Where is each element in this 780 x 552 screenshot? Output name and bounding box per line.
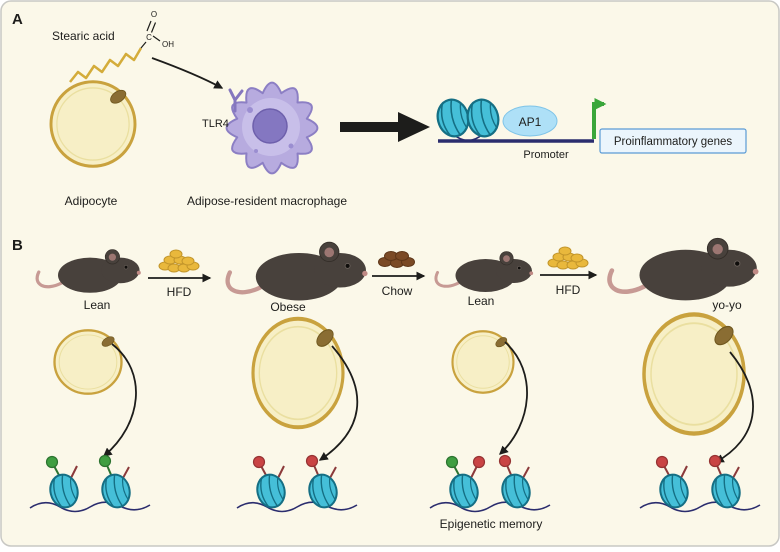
stearic-acid-label: Stearic acid [52,29,115,43]
adipocyte-to-chromatin-arrow-1 [102,343,137,457]
state-label-yoyo: yo-yo [712,298,742,312]
histone-mark-green [45,455,59,469]
proinflammatory-genes-box: Proinflammatory genes [599,128,747,154]
panel-a: A Stearic acid O C OH Adipocyte [12,10,747,208]
histone-mark-red [498,454,512,468]
histone-tail [122,466,130,479]
epigenetic-memory-label: Epigenetic memory [440,517,543,531]
chromatin-group-yoyo [639,454,761,513]
adipocyte-to-chromatin-arrow-4 [714,351,754,463]
ap1-label: AP1 [519,115,542,129]
histone-tail [329,466,337,479]
fatty-acid-chain [69,47,143,83]
histone-mark-green [98,454,112,468]
histone-mark-red [472,455,486,469]
transition-label-chow: Chow [382,284,413,298]
ap1-factor [502,105,558,137]
chromatin-group-memory [429,454,551,513]
panel-b: B Lean Obese Lean yo-yo HFD Chow HFD [12,237,760,531]
adipocyte-illustration-a [49,80,137,168]
state-label-obese: Obese [270,300,306,314]
carboxyl-o-label: O [151,10,157,19]
carboxyl-oh-label: OH [162,40,174,49]
panel-a-label: A [12,11,23,28]
transition-hfd-2: HFD [540,246,598,297]
histone-tail [522,466,530,479]
chromatin-group-lean-1 [29,454,151,513]
macrophage-to-chromatin-arrow [340,112,430,142]
stearic-acid-structure: Stearic acid O C OH [52,10,174,83]
tlr4-receptor-icon [228,88,244,113]
proinflammatory-genes-label: Proinflammatory genes [614,136,732,148]
histone-tail [680,465,688,479]
adipocyte-label: Adipocyte [65,194,118,208]
macrophage-illustration [225,81,319,175]
transition-chow: Chow [372,251,426,298]
adipocyte-b-1 [53,329,123,395]
histone-tail [732,466,740,479]
adipocyte-b-3 [451,330,515,394]
transition-hfd-1: HFD [148,249,212,299]
histone-tail [70,465,78,479]
chromatin-group-obese [236,454,358,513]
histone-mark-green [445,455,459,469]
stearic-to-macrophage-arrow [151,57,224,89]
adipocyte-to-chromatin-arrow-2 [318,345,359,461]
tlr4-label: TLR4 [202,118,229,130]
transition-label-hfd-2: HFD [556,283,581,297]
state-label-lean-2: Lean [468,294,495,308]
histone-tail [277,465,285,479]
panel-b-label: B [12,237,23,254]
adipocyte-to-chromatin-arrow-3 [499,341,528,455]
chromatin-promoter: AP1 Promoter [432,95,607,161]
histone-mark-red [708,454,722,468]
histone-mark-red [655,455,669,469]
state-label-lean-1: Lean [84,298,111,312]
carboxyl-c-label: C [146,33,152,42]
transcription-start-arrow [592,98,607,139]
adipocyte-b-2 [251,316,345,430]
histone-mark-red [305,454,319,468]
macrophage-label: Adipose-resident macrophage [187,194,347,208]
promoter-label: Promoter [523,149,569,161]
histone-mark-red [252,455,266,469]
transition-label-hfd-1: HFD [167,285,192,299]
adipocyte-b-4 [644,314,744,433]
macrophage-nucleus [252,108,288,144]
